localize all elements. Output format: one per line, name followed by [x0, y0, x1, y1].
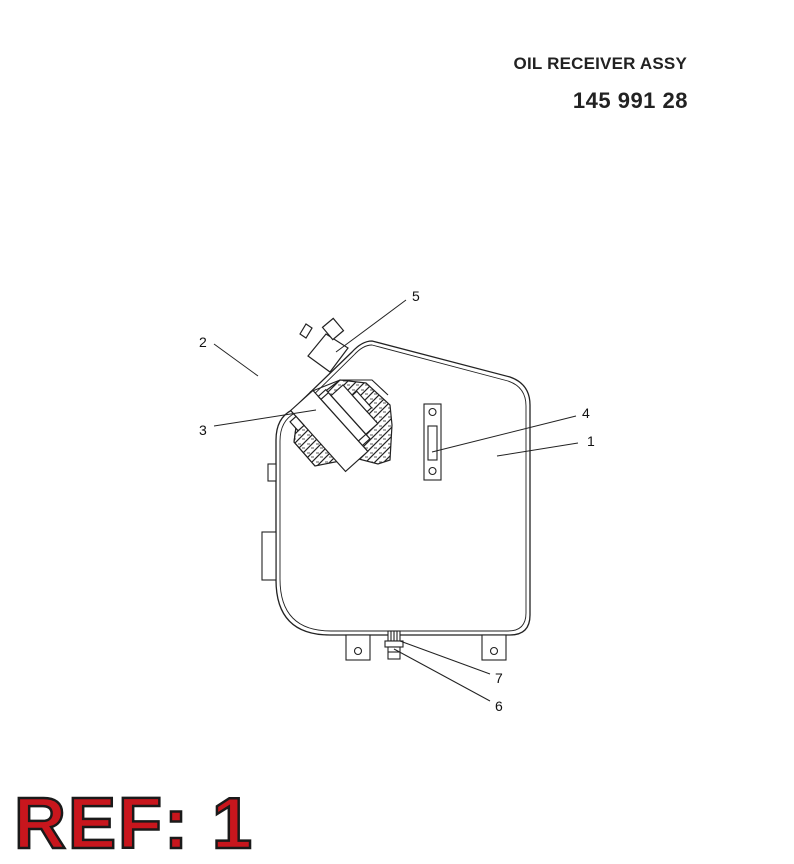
side-bracket-top — [267, 463, 277, 482]
reference-label: REF: 1 — [13, 784, 255, 864]
top-cap — [299, 317, 349, 373]
mounting-foot-right — [481, 634, 507, 661]
callout-1: 1 — [587, 433, 595, 449]
mounting-foot-left — [345, 634, 371, 661]
callout-5: 5 — [412, 288, 420, 304]
sight-glass — [423, 403, 442, 481]
leader-lines — [213, 299, 579, 702]
callout-3: 3 — [199, 422, 207, 438]
tank-body — [275, 340, 531, 636]
assembly-title: OIL RECEIVER ASSY — [513, 54, 687, 73]
callout-7: 7 — [495, 670, 503, 686]
part-number: 145 991 28 — [572, 88, 688, 113]
callout-6: 6 — [495, 698, 503, 714]
callout-4: 4 — [582, 405, 590, 421]
drain-fitting — [384, 630, 404, 660]
side-bracket-bottom — [261, 531, 277, 581]
callout-2: 2 — [199, 334, 207, 350]
